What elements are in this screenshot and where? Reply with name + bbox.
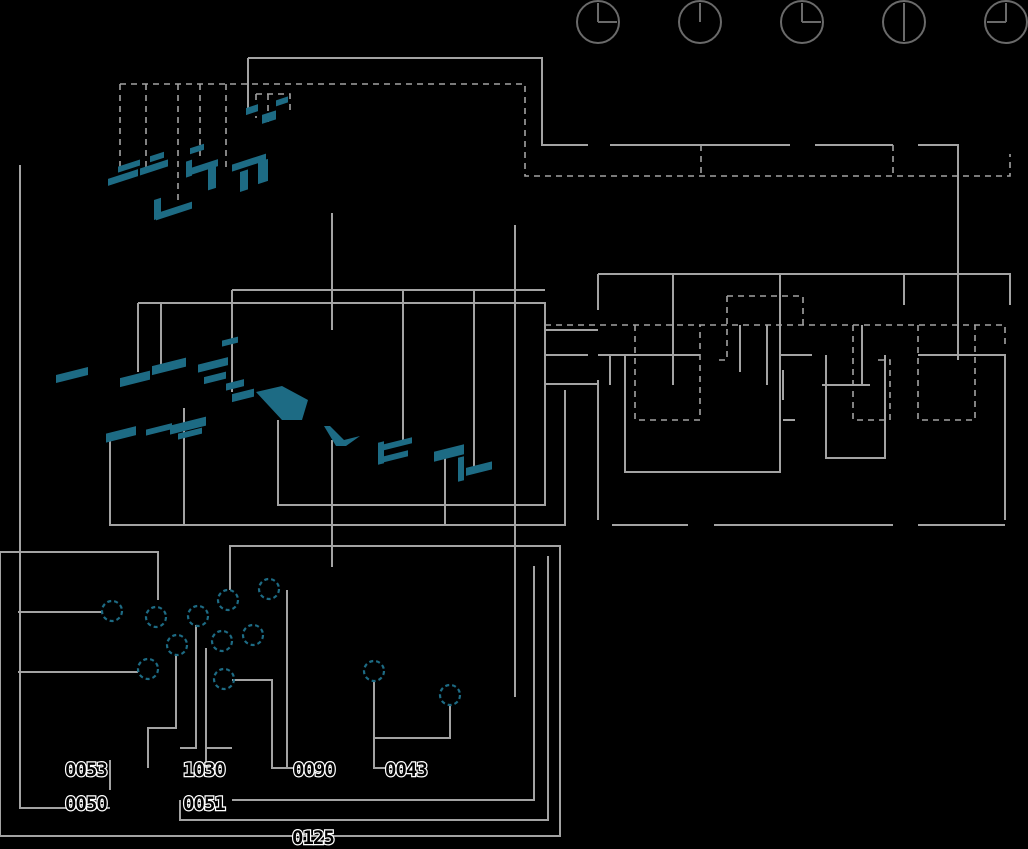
node-label: 0053: [65, 759, 107, 781]
node-circle[interactable]: [216, 588, 240, 612]
node-circle[interactable]: [362, 659, 386, 683]
node-circle[interactable]: [136, 657, 160, 681]
clock-row: [576, 0, 1028, 44]
node-label: 0090: [293, 759, 335, 781]
clock-icon: [576, 0, 620, 44]
node-circle[interactable]: [438, 683, 462, 707]
node-label: 0051: [183, 793, 225, 815]
node-circle[interactable]: [100, 599, 124, 623]
clock-icon: [984, 0, 1028, 44]
node-circle[interactable]: [241, 623, 265, 647]
node-label: 0050: [65, 793, 107, 815]
clock-icon: [780, 0, 824, 44]
node-labels: 0053 1030 0090 0043 0050 0051 0125: [64, 758, 430, 849]
node-circle[interactable]: [165, 633, 189, 657]
top-glyph-cluster: [108, 96, 288, 221]
node-circle[interactable]: [210, 629, 234, 653]
right-circuit: [545, 273, 1011, 526]
node-circle[interactable]: [144, 605, 168, 629]
node-circle[interactable]: [212, 667, 236, 691]
middle-glyph-cluster: [56, 336, 492, 482]
node-label: 1030: [183, 759, 225, 781]
clock-icon: [882, 0, 926, 44]
node-circle[interactable]: [257, 577, 281, 601]
node-circles: [100, 577, 462, 707]
middle-cluster-wiring: [109, 213, 588, 697]
node-label: 0125: [292, 827, 334, 849]
node-label: 0043: [385, 759, 427, 781]
top-cluster-wiring: [19, 57, 1011, 809]
clock-icon: [678, 0, 722, 44]
lower-wiring: [0, 545, 561, 837]
node-circle[interactable]: [186, 604, 210, 628]
